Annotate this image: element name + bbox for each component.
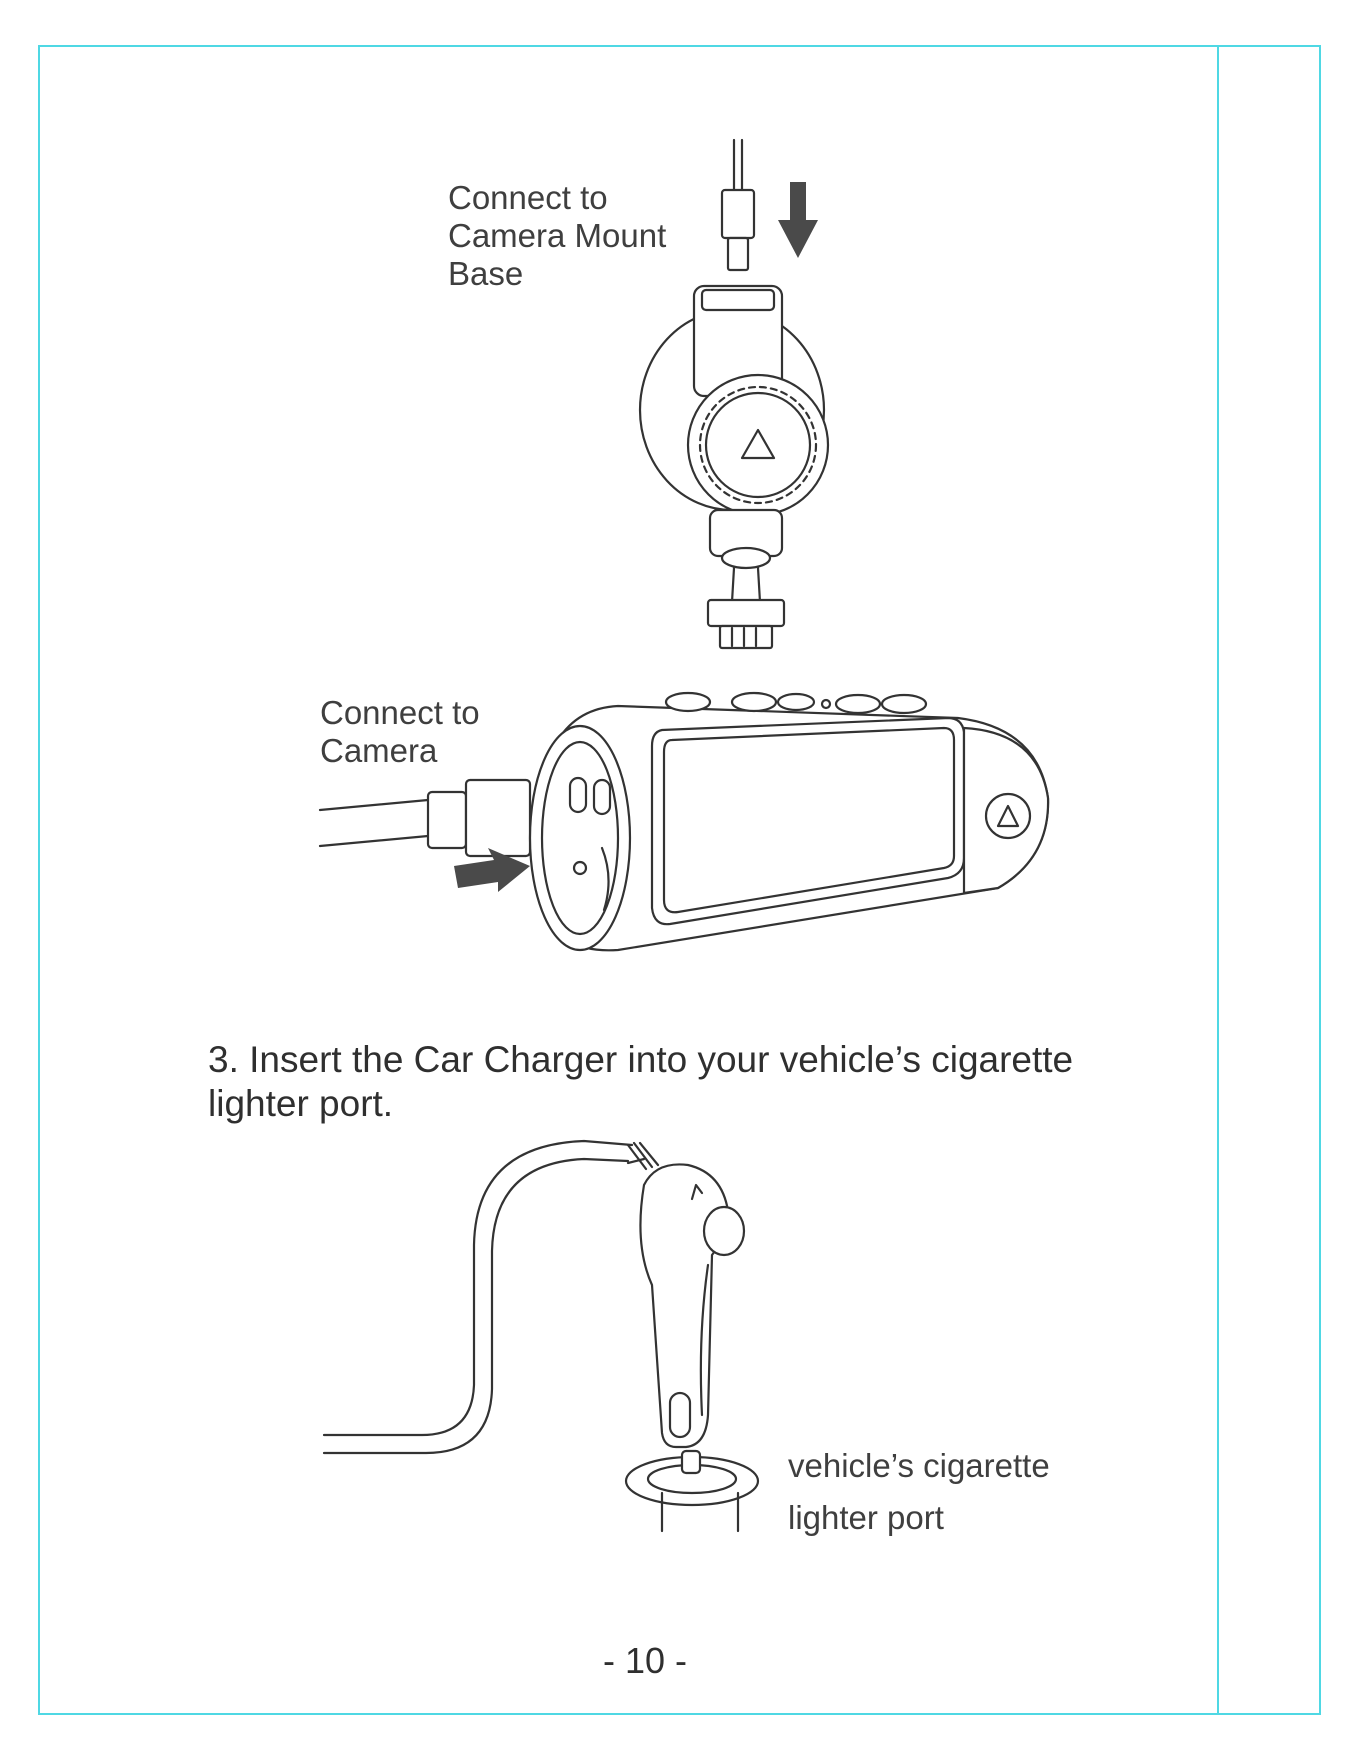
mount-base-label: Connect to Camera Mount Base: [448, 179, 666, 293]
camera-label: Connect to Camera: [320, 694, 480, 770]
page-frame-divider: [1217, 45, 1219, 1715]
step-number: 3.: [208, 1039, 239, 1080]
page-number: - 10 -: [0, 1640, 1290, 1682]
car-charger-illustration: [322, 1135, 762, 1535]
warning-triangle-icon: [986, 794, 1030, 838]
arrow-down-icon: [778, 182, 818, 258]
step-text: Insert the Car Charger into your vehicle…: [208, 1039, 1073, 1124]
lighter-port-label: vehicle’s cigarette lighter port: [788, 1440, 1050, 1544]
step-3-instruction: 3. Insert the Car Charger into your vehi…: [208, 1038, 1168, 1126]
